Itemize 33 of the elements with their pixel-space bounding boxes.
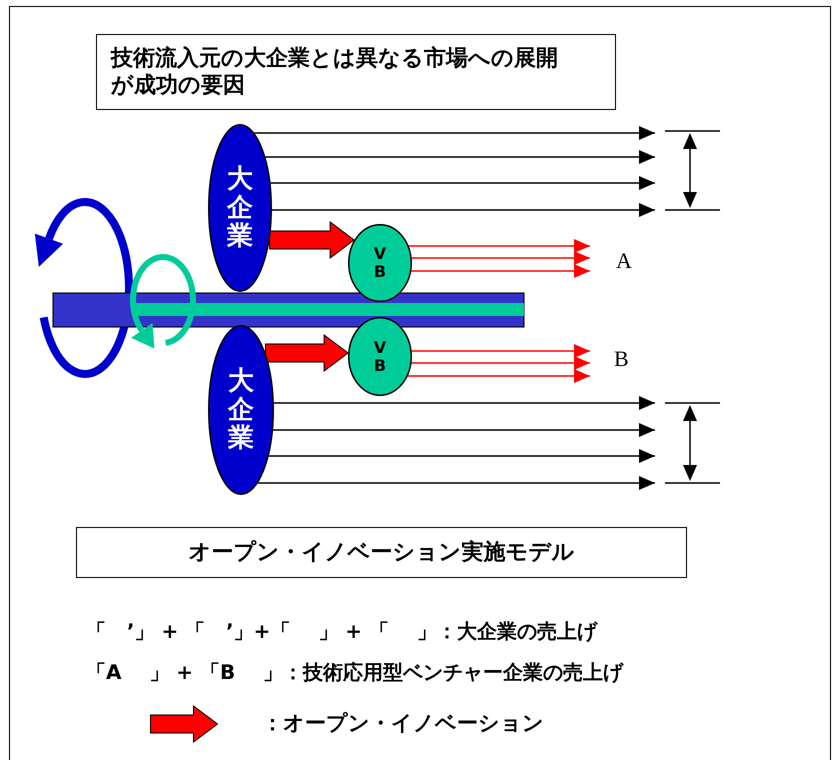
ellipse-node <box>348 317 412 396</box>
arrow <box>272 203 655 217</box>
arrow <box>412 344 590 358</box>
label-text: 「 ’」 + 「 ’」+「 」 + 「 」：大企業の売上げ <box>86 618 597 645</box>
node-label: VB <box>372 338 388 374</box>
arrow <box>408 239 590 253</box>
node-label: 大企業 <box>228 367 254 453</box>
arrow <box>273 423 655 437</box>
label-text: B <box>614 346 629 372</box>
box-text: オープン・イノベーション実施モデル <box>188 538 574 566</box>
node-label: 大企業 <box>227 165 253 251</box>
label-text: 「A 」 + 「B 」：技術応用型ベンチャー企業の売上げ <box>86 659 624 686</box>
arrow <box>408 369 590 383</box>
node-label: VB <box>372 245 388 281</box>
ellipse-node <box>208 124 272 292</box>
ellipse-node <box>208 325 274 495</box>
label-text: A <box>616 248 632 274</box>
block-arrow <box>269 221 355 259</box>
ellipse-node <box>348 224 412 302</box>
arrow <box>412 356 590 370</box>
arrow <box>412 251 590 265</box>
legend-text: ：オープン・イノベーション <box>262 710 544 737</box>
text-box <box>76 527 687 578</box>
arrow <box>254 126 655 140</box>
text-box <box>96 34 616 110</box>
arrow <box>258 476 655 490</box>
box-text: 技術流入元の大企業とは異なる市場への展開が成功の要因 <box>111 44 559 100</box>
block-arrow <box>264 334 349 372</box>
arrow <box>265 150 655 164</box>
arrow <box>411 264 590 278</box>
arrow <box>268 449 655 463</box>
arrow <box>270 176 655 190</box>
arrow <box>274 396 655 410</box>
